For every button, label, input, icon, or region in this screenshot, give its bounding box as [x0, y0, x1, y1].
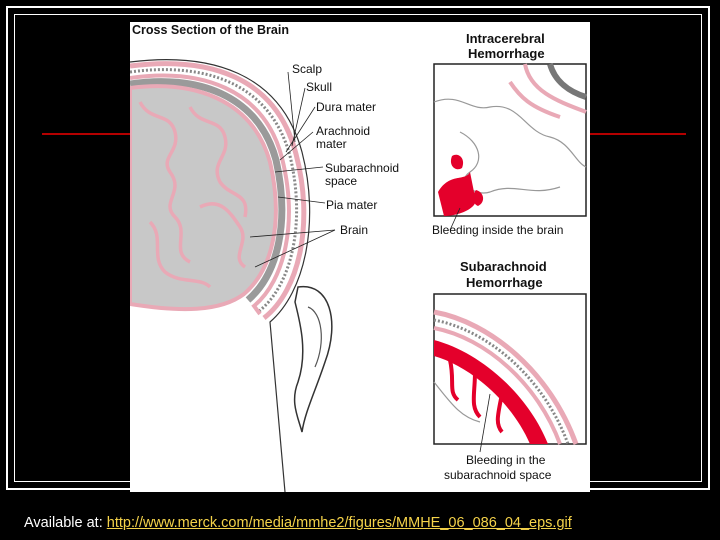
source-caption: Available at: http://www.merck.com/media… [24, 515, 572, 531]
subarachnoid-inset [433, 293, 587, 453]
label-subarachnoid-line1: Subarachnoid [325, 161, 400, 175]
title-rule-left [42, 133, 132, 135]
source-link[interactable]: http://www.merck.com/media/mmhe2/figures… [106, 515, 572, 531]
inset2-caption-line1: Bleeding in the [466, 453, 546, 467]
label-subarachnoid-line2: space [325, 174, 358, 188]
label-pia-mater: Pia mater [326, 198, 378, 212]
label-arachnoid-line1: Arachnoid [316, 124, 371, 138]
brain-figure: Cross Section of the Brain Scalp Skull D… [130, 22, 590, 492]
inset1-caption: Bleeding inside the brain [432, 223, 564, 237]
title-rule-right [590, 133, 686, 135]
label-arachnoid-line2: mater [316, 137, 347, 151]
label-scalp: Scalp [292, 62, 323, 76]
brain-illustration [130, 59, 587, 492]
source-prefix: Available at: [24, 515, 103, 531]
inset2-title-line1: Subarachnoid [460, 259, 547, 274]
inset1-title-line1: Intracerebral [466, 31, 545, 46]
inset2-title-line2: Hemorrhage [466, 275, 543, 290]
label-skull: Skull [306, 80, 333, 94]
intracerebral-inset [433, 63, 587, 231]
label-dura-mater: Dura mater [316, 100, 377, 114]
figure-title: Cross Section of the Brain [132, 23, 289, 37]
brain-cross-section [130, 59, 336, 492]
inset1-title-line2: Hemorrhage [468, 46, 545, 61]
inset2-caption-line2: subarachnoid space [444, 468, 552, 482]
label-brain: Brain [340, 223, 369, 237]
